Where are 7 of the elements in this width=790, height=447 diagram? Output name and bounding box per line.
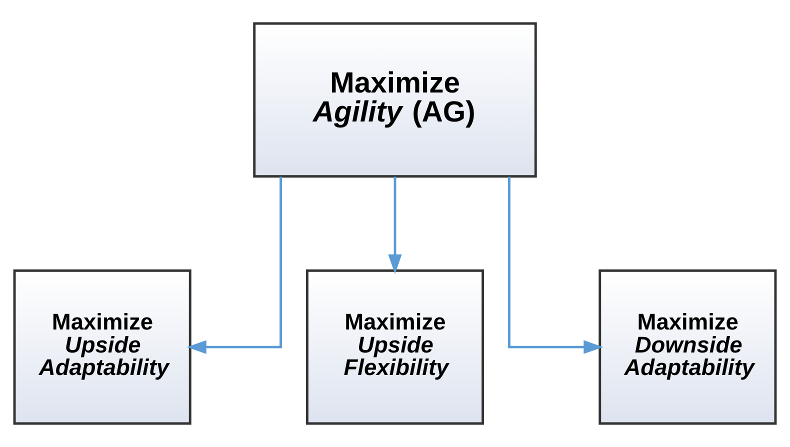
arrow	[388, 176, 402, 274]
arrow	[186, 176, 282, 354]
arrow	[508, 176, 604, 354]
node-box: Maximize Upside Flexibility	[306, 269, 484, 425]
node-box: Maximize Upside Adaptability	[13, 269, 192, 425]
node-box: Maximize Agility (AG)	[253, 22, 537, 178]
node-box: Maximize Downside Adaptability	[598, 269, 777, 425]
